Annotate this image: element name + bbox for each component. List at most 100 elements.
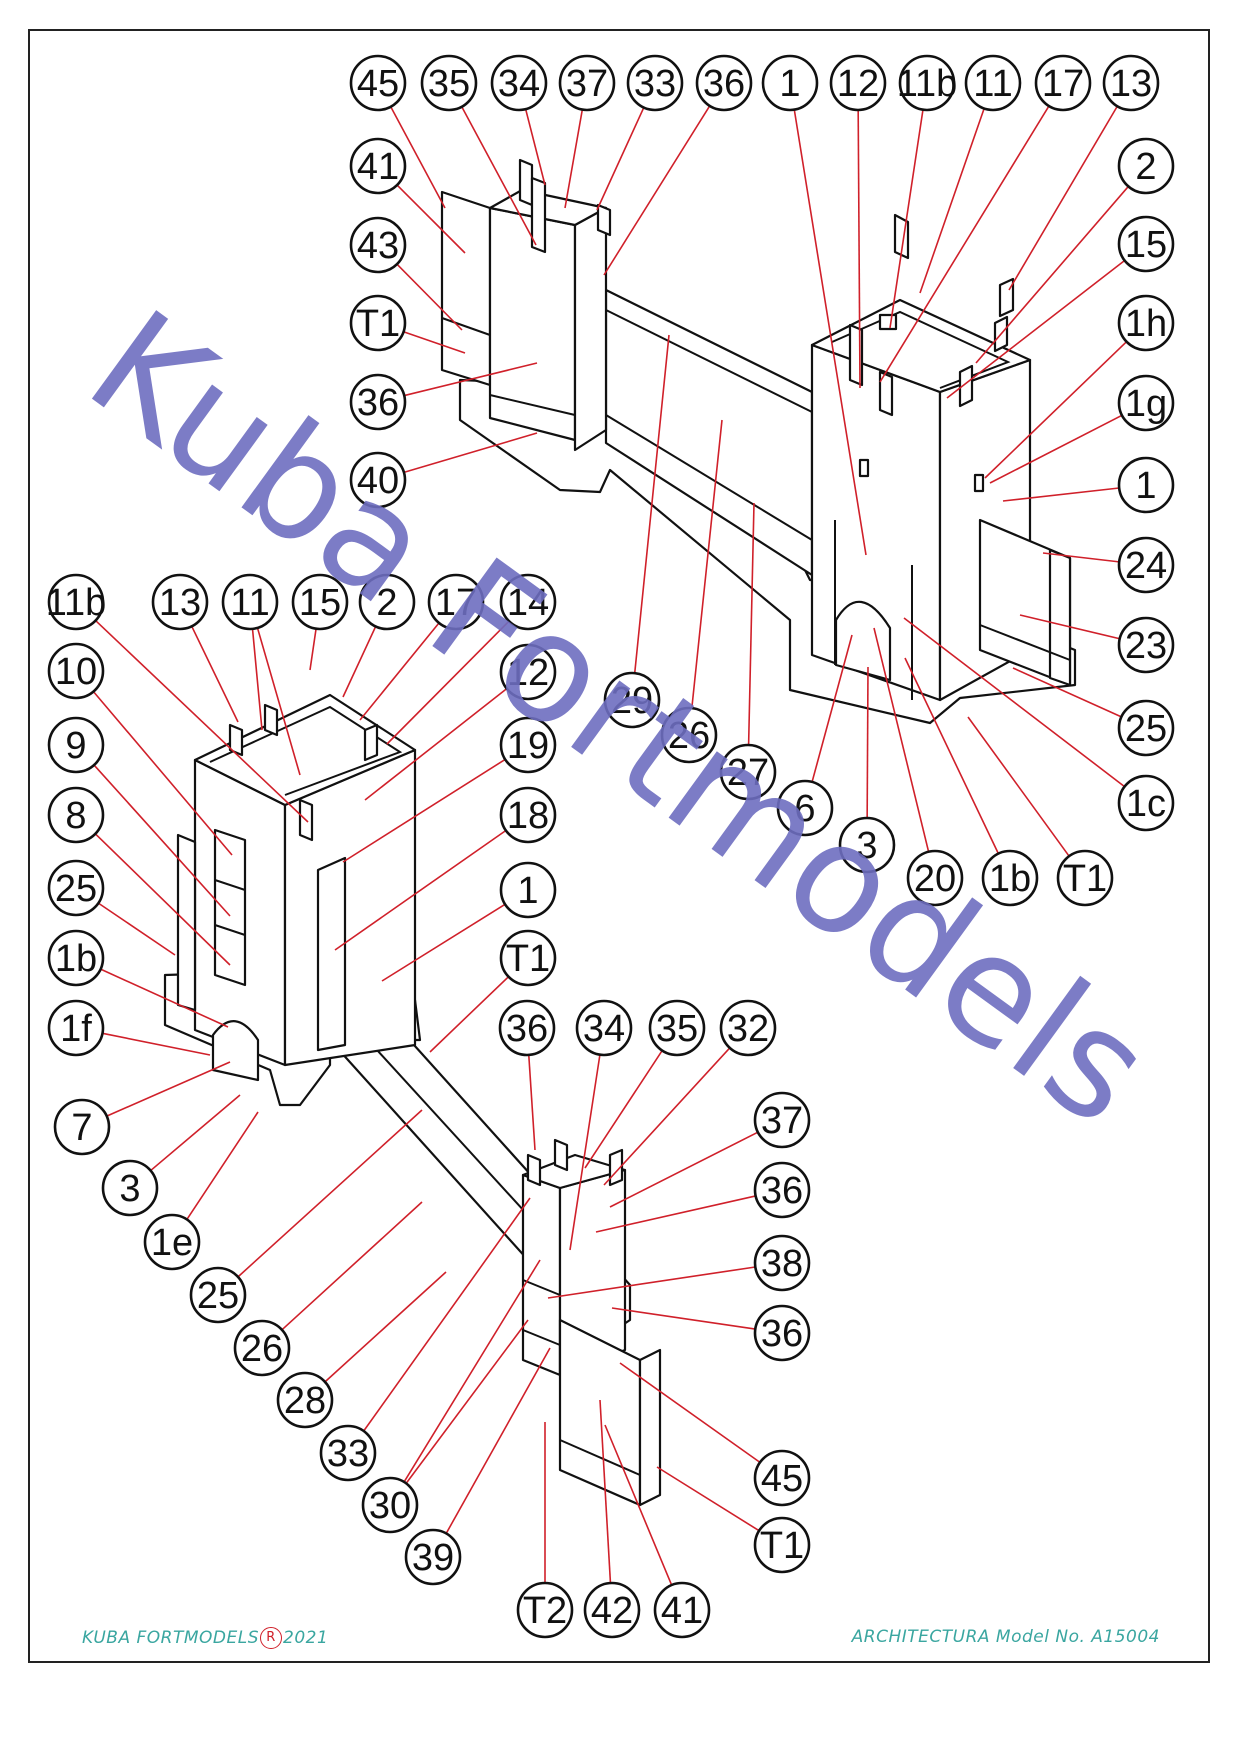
leader-c-t3-42 [599, 1399, 612, 1584]
leader-c-t1-36b [404, 362, 538, 397]
callout-circle [753, 1516, 811, 1574]
callout-label: 35 [656, 1008, 698, 1050]
callout-circle [626, 54, 684, 112]
callout-c-t2-12: 12 [499, 643, 557, 701]
leader-c-t3-45 [619, 1362, 761, 1464]
sheet-border [28, 29, 1210, 1663]
callout-c-t2-13: 13 [151, 573, 209, 631]
callout-label: 11b [897, 63, 958, 105]
callout-circle [420, 54, 478, 112]
callout-circle [47, 929, 105, 987]
callout-circle [499, 716, 557, 774]
leader-c-t1-17 [879, 105, 1050, 383]
callout-label: 8 [65, 795, 86, 837]
small-tower-top-left [440, 190, 492, 387]
callout-circle [349, 373, 407, 431]
leader-c-t1-20 [873, 627, 930, 852]
leader-c-t1-24 [1042, 552, 1120, 563]
callout-label: 33 [634, 63, 676, 105]
callout-c-t1-1h: 1h [1117, 294, 1175, 352]
footer-brand: KUBA FORTMODELS [82, 1628, 259, 1648]
callout-circle [583, 1581, 641, 1639]
callout-label: 2 [1135, 146, 1156, 188]
callout-circle [349, 294, 407, 352]
leader-c-t2-T1 [429, 976, 510, 1053]
leader-c-t1-36 [603, 105, 711, 276]
leader-c-t3-T1 [656, 1466, 760, 1532]
leader-c-t1-1g [989, 414, 1123, 484]
leader-c-t1-11 [919, 108, 985, 294]
callout-label: 1b [55, 938, 97, 980]
callout-label: T1 [760, 1525, 804, 1567]
callout-c-t1-1b: 1 [1117, 456, 1175, 514]
callout-circle [829, 54, 887, 112]
callout-label: 41 [661, 1590, 703, 1632]
leader-lines [92, 105, 1129, 1586]
callout-circle [898, 54, 956, 112]
callout-label: 45 [357, 63, 399, 105]
leader-c-t3-41 [604, 1424, 673, 1586]
callout-label: 23 [1125, 625, 1167, 667]
callout-circle [558, 54, 616, 112]
callout-c-t3-42: 42 [583, 1581, 641, 1639]
leader-c-t3-30 [403, 1259, 541, 1483]
callout-c-t1-29: 29 [603, 671, 661, 729]
callout-label: 18 [507, 795, 549, 837]
callout-label: 36 [703, 63, 745, 105]
leader-extra-1 [405, 1319, 529, 1484]
callout-label: T1 [506, 938, 550, 980]
callout-c-t3-38: 38 [753, 1234, 811, 1292]
leader-c-t1-27 [747, 502, 755, 746]
callout-label: 14 [507, 582, 549, 624]
callout-c-t1-17: 17 [1034, 54, 1092, 112]
callout-circle [753, 1234, 811, 1292]
callout-c-t1-12: 12 [829, 54, 887, 112]
leader-c-t2-2 [342, 626, 377, 698]
callout-c-t1-1bb: 1b [981, 849, 1039, 907]
leader-c-t1-15 [946, 259, 1126, 399]
leader-c-t2-1b [100, 968, 229, 1028]
callout-circle [498, 999, 556, 1057]
callout-circle [776, 779, 834, 837]
callout-c-t1-45: 45 [349, 54, 407, 112]
callout-c-t1-T1b: T1 [1056, 849, 1114, 907]
callout-c-t1-35: 35 [420, 54, 478, 112]
callout-label: 27 [727, 752, 769, 794]
callout-c-t3-36c: 36 [753, 1304, 811, 1362]
callout-circle [143, 1213, 201, 1271]
callout-circle [189, 1266, 247, 1324]
callout-c-t1-11b: 11b [897, 54, 958, 112]
callout-c-t2-10: 10 [47, 642, 105, 700]
callout-label: 26 [668, 715, 710, 757]
callout-c-t2-25b: 25 [189, 1266, 247, 1324]
callout-circle [1117, 699, 1175, 757]
callout-circle [761, 54, 819, 112]
callout-label: 33 [327, 1433, 369, 1475]
callout-c-t2-3: 3 [101, 1159, 159, 1217]
callout-c-t3-33: 33 [319, 1424, 377, 1482]
callout-c-t1-34: 34 [490, 54, 548, 112]
leader-c-t3-33 [363, 1197, 531, 1432]
callout-label: 10 [55, 651, 97, 693]
leader-c-t3-36 [527, 1054, 536, 1151]
callout-c-t1-40: 40 [349, 451, 407, 509]
leader-c-t1-1c [903, 617, 1126, 788]
callout-label: 25 [197, 1275, 239, 1317]
callout-label: 36 [506, 1008, 548, 1050]
callout-circle [47, 642, 105, 700]
callout-label: 25 [1125, 708, 1167, 750]
callout-circle [1117, 374, 1175, 432]
callout-c-t1-36b: 36 [349, 373, 407, 431]
callout-label: 2 [376, 582, 397, 624]
callout-c-t1-41: 41 [349, 137, 407, 195]
callout-label: 41 [357, 146, 399, 188]
leader-c-t2-15 [309, 628, 317, 671]
leader-extra-0 [256, 627, 301, 776]
footer-year: 2021 [283, 1628, 329, 1648]
callout-label: 17 [1042, 63, 1084, 105]
callout-c-t1-25: 25 [1117, 699, 1175, 757]
callout-circle [1117, 456, 1175, 514]
callout-circle [349, 216, 407, 274]
callout-c-t2-11b: 11b [46, 573, 106, 631]
